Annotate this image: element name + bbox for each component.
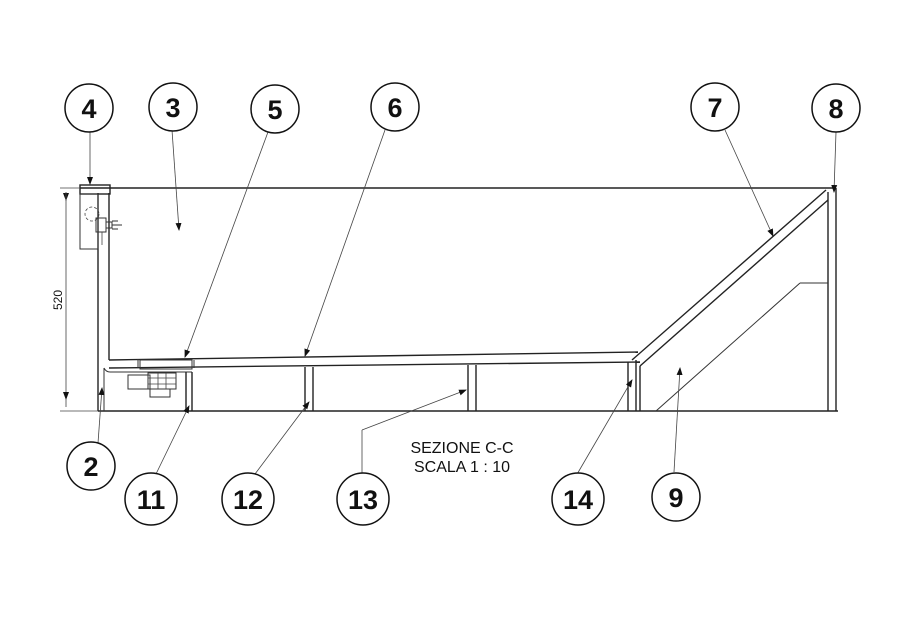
callout-14-label: 14	[563, 485, 593, 515]
callout-8: 8	[811, 83, 861, 133]
callout-12-label: 12	[233, 485, 263, 515]
callout-9: 9	[651, 472, 701, 522]
callout-12: 12	[221, 472, 275, 526]
leader-lines	[87, 129, 838, 477]
callout-7-label: 7	[707, 93, 722, 123]
callout-8-label: 8	[828, 94, 843, 124]
callout-6-label: 6	[387, 93, 402, 123]
callout-5: 5	[250, 84, 300, 134]
callout-9-label: 9	[668, 483, 683, 513]
callout-3-label: 3	[165, 93, 180, 123]
callout-6: 6	[370, 82, 420, 132]
top-left-profile	[79, 184, 122, 250]
section-title-block: SEZIONE C-C SCALA 1 : 10	[410, 440, 513, 476]
callout-2-label: 2	[83, 452, 98, 482]
callout-13-label: 13	[348, 485, 378, 515]
callout-5-label: 5	[267, 95, 282, 125]
section-scale: SCALA 1 : 10	[414, 459, 510, 476]
vertical-supports	[185, 360, 637, 411]
height-dimension: 520	[51, 187, 98, 412]
callout-11-label: 11	[137, 485, 166, 515]
bottom-shelf	[103, 351, 641, 373]
callout-4: 4	[64, 83, 114, 133]
slanted-panel	[631, 189, 829, 412]
callout-2: 2	[66, 441, 116, 491]
callout-11: 11	[124, 472, 178, 526]
callout-3: 3	[148, 82, 198, 132]
drain-fitting	[127, 359, 193, 398]
callout-4-label: 4	[81, 94, 96, 124]
section-body	[80, 187, 838, 412]
section-title: SEZIONE C-C	[410, 440, 513, 457]
callout-13: 13	[336, 472, 390, 526]
callout-7: 7	[690, 82, 740, 132]
callout-14: 14	[551, 472, 605, 526]
dimension-label: 520	[51, 290, 65, 310]
